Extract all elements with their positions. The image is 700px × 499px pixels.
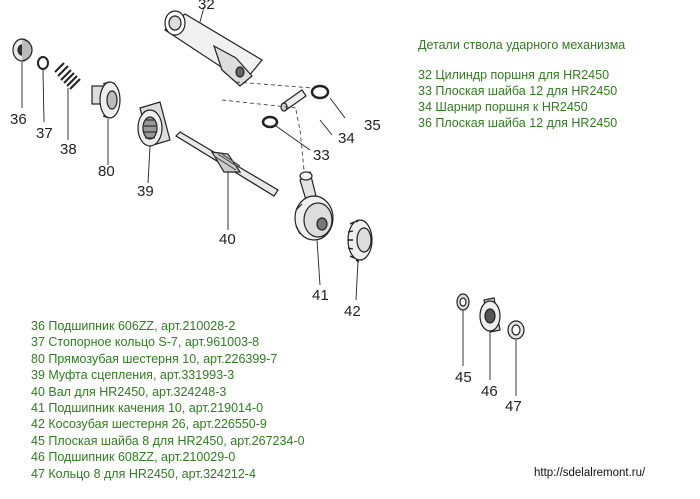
- parts-list-item: 46 Подшипник 608ZZ, арт.210029-0: [31, 450, 236, 465]
- part-35-washer: [310, 84, 330, 100]
- callout-47: 47: [505, 398, 522, 415]
- callout-36: 36: [10, 111, 27, 128]
- callout-80: 80: [98, 163, 115, 180]
- part-42-helical-gear: [347, 219, 373, 263]
- parts-list-item: 80 Прямозубая шестерня 10, арт.226399-7: [31, 351, 278, 366]
- parts-list-item: 42 Косозубая шестерня 26, арт.226550-9: [31, 417, 267, 432]
- parts-list-item: 41 Подшипник качения 10, арт.219014-0: [31, 401, 264, 416]
- legend-item: 32 Цилиндр поршня для HR2450: [418, 68, 610, 82]
- callout-39: 39: [137, 183, 154, 200]
- legend-item: 34 Шарнир поршня к HR2450: [418, 100, 588, 114]
- legend-item: 33 Плоская шайба 12 для HR2450: [418, 84, 618, 98]
- part-34-piston-joint: [280, 89, 307, 112]
- parts-list-item: 40 Вал для HR2450, арт.324248-3: [31, 384, 227, 399]
- part-47-ring: [507, 320, 525, 340]
- part-38-spring: [54, 62, 81, 90]
- part-40-shaft: [175, 131, 279, 197]
- part-41-roller-bearing: [294, 170, 334, 241]
- source-url[interactable]: http://sdelalremont.ru/: [534, 467, 646, 479]
- callout-45: 45: [455, 369, 472, 386]
- callout-42: 42: [344, 303, 361, 320]
- callout-38: 38: [60, 141, 77, 158]
- part-45-flat-washer: [456, 293, 470, 311]
- part-80-spur-gear: [91, 81, 121, 119]
- callout-32: 32: [198, 0, 215, 13]
- part-46-bearing: [479, 297, 501, 333]
- part-36-bearing: [12, 38, 33, 62]
- callout-35: 35: [364, 117, 381, 134]
- legend-title: Детали ствола ударного механизма: [418, 38, 626, 52]
- legend-item: 36 Плоская шайба 12 для HR2450: [418, 116, 618, 130]
- legend-top: Детали ствола ударного механизма 32 Цили…: [418, 37, 625, 131]
- callout-37: 37: [36, 125, 53, 142]
- callout-40: 40: [219, 231, 236, 248]
- part-39-clutch: [137, 101, 171, 147]
- callout-46: 46: [481, 383, 498, 400]
- part-33-flat-washer: [261, 115, 279, 129]
- callout-34: 34: [338, 130, 355, 147]
- parts-list: 36 Подшипник 606ZZ, арт.210028-2 37 Стоп…: [31, 318, 305, 482]
- parts-list-item: 36 Подшипник 606ZZ, арт.210028-2: [31, 319, 236, 333]
- leader-lines: [21, 6, 517, 396]
- parts-list-item: 39 Муфта сцепления, арт.331993-3: [31, 368, 235, 383]
- callout-41: 41: [312, 287, 329, 304]
- part-32-cylinder: [163, 10, 263, 87]
- parts-list-item: 47 Кольцо 8 для HR2450, арт.324212-4: [31, 466, 256, 481]
- part-37-retaining-ring: [37, 56, 49, 70]
- parts-list-item: 45 Плоская шайба 8 для HR2450, арт.26723…: [31, 433, 305, 448]
- parts-list-item: 37 Стопорное кольцо S-7, арт.961003-8: [31, 335, 260, 350]
- callout-33: 33: [313, 147, 330, 164]
